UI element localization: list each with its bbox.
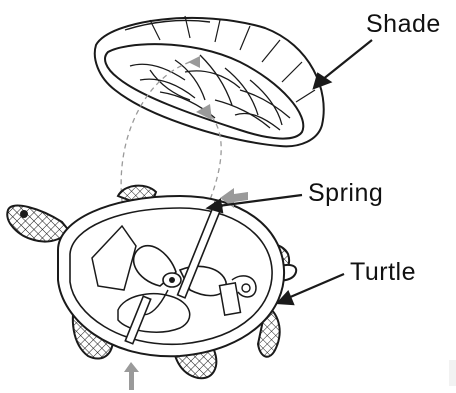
turtle-eye bbox=[21, 211, 27, 217]
spring-label: Spring bbox=[308, 181, 383, 206]
turtle-head bbox=[7, 206, 70, 242]
shade bbox=[95, 16, 324, 146]
turtle bbox=[7, 186, 296, 379]
shade-label: Shade bbox=[366, 12, 441, 37]
bottom-insert-arrow bbox=[124, 362, 139, 390]
turtle-label: Turtle bbox=[350, 260, 416, 285]
scan-edge-mark bbox=[449, 360, 456, 386]
shell-oval-lower bbox=[118, 294, 190, 332]
